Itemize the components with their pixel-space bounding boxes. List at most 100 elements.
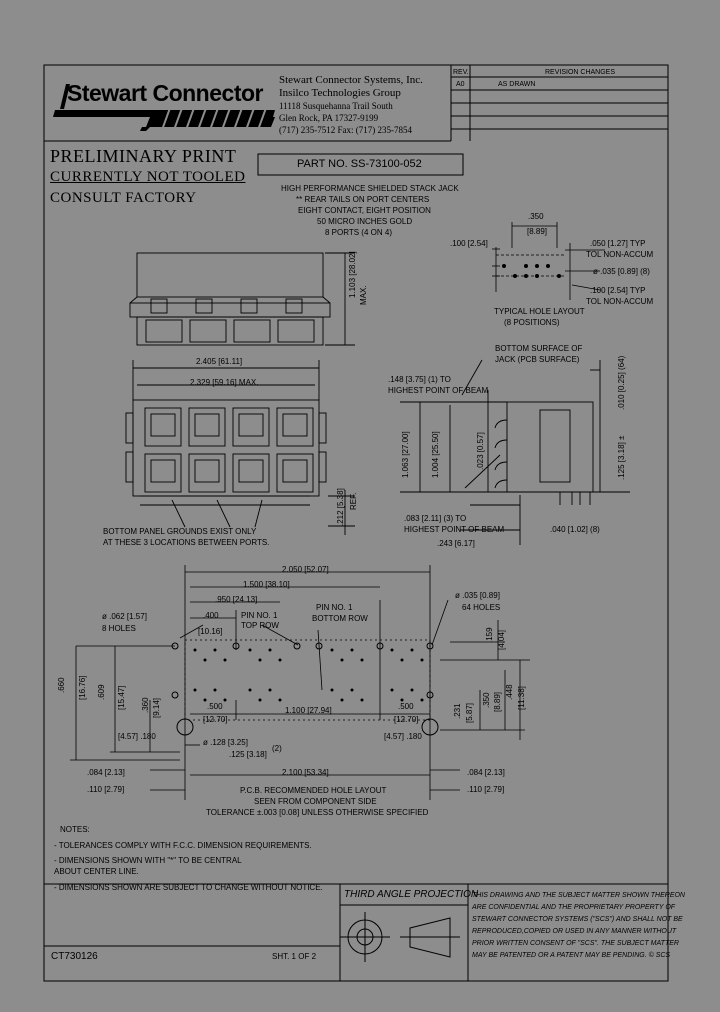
dim-label: 1.103 [28.02] (348, 251, 357, 298)
confidential-line: THIS DRAWING AND THE SUBJECT MATTER SHOW… (472, 892, 685, 899)
typical-hole-pins (502, 264, 561, 278)
description-line: ** REAR TAILS ON PORT CENTERS (296, 195, 430, 204)
dim-label: .023 [0.57] (476, 432, 485, 470)
side-label: HIGHEST POINT OF BEAM (404, 525, 505, 534)
confidential-line: STEWART CONNECTOR SYSTEMS ("SCS") AND SH… (472, 916, 683, 923)
description-line: EIGHT CONTACT, EIGHT POSITION (298, 206, 431, 215)
dim-label: [4.57] .180 (118, 732, 156, 741)
note-item: ABOUT CENTER LINE. (54, 867, 139, 876)
dim-label: [16.76] (78, 675, 87, 700)
side-label: HIGHEST POINT OF BEAM (388, 386, 489, 395)
dim-label: 1.004 [25.50] (431, 431, 440, 478)
dim-label: .125 [3.18] (229, 750, 267, 759)
typical-hole-layout (492, 222, 605, 300)
description-line: HIGH PERFORMANCE SHIELDED STACK JACK (281, 184, 459, 193)
dim-label: .010 [0.25] (64) (617, 355, 626, 410)
dim-label: .040 [1.02] (8) (550, 525, 600, 534)
pcb-label: ø .035 [0.89] (455, 591, 500, 600)
ground-note: BOTTOM PANEL GROUNDS EXIST ONLY (103, 527, 257, 536)
dim-label: .660 (57, 677, 66, 693)
dim-label: (2) (272, 744, 282, 753)
dim-label: [4.57] .180 (384, 732, 422, 741)
dim-label: [4.04] (497, 629, 506, 650)
pcb-layout-lines (70, 565, 530, 800)
dim-label: .400 (203, 611, 219, 620)
pcb-small-holes (193, 648, 424, 702)
dim-label: [12.70] (203, 715, 228, 724)
pcb-label: BOTTOM ROW (312, 614, 368, 623)
dim-label: .125 [3.18] ± (617, 435, 626, 480)
dim-label: [8.89] (527, 227, 548, 236)
dim-label: .350 (482, 692, 491, 708)
rev-header: REV. (453, 69, 469, 76)
pcb-caption: SEEN FROM COMPONENT SIDE (254, 797, 377, 806)
notes-title: NOTES: (60, 825, 90, 834)
revision-row-rev: A0 (456, 81, 465, 88)
dim-label: .050 [1.27] TYP (590, 239, 646, 248)
dim-label: [8.89] (493, 691, 502, 712)
dim-label: 2.329 [59.16] MAX. (190, 378, 259, 387)
revision-row-change: AS DRAWN (498, 81, 536, 88)
pcb-label: 64 HOLES (462, 603, 501, 612)
pcb-large-holes (171, 642, 439, 736)
dim-label: .100 [2.54] (450, 239, 488, 248)
pcb-label: PIN NO. 1 (241, 611, 278, 620)
dim-label: .110 [2.79] (87, 785, 125, 794)
pcb-label: 8 HOLES (102, 624, 136, 633)
note-item: - TOLERANCES COMPLY WITH F.C.C. DIMENSIO… (54, 841, 312, 850)
dim-label: [10.16] (198, 627, 223, 636)
drawing-number: CT730126 (51, 951, 98, 962)
dim-label: 1.063 [27.00] (401, 431, 410, 478)
dim-label: .084 [2.13] (467, 768, 505, 777)
jack-front-view (125, 360, 355, 535)
dim-label: 2.100 [53.34] (282, 768, 329, 777)
drawing-frame (43, 64, 669, 982)
dim-label: .609 (97, 684, 106, 700)
confidential-line: PRIOR WRITTEN CONSENT OF "SCS". THE SUBJ… (472, 940, 679, 947)
projection-symbol-icon (340, 912, 460, 962)
pcb-label: ø .062 [1.57] (102, 612, 147, 621)
note-item: - DIMENSIONS SHOWN WITH "*" TO BE CENTRA… (54, 856, 242, 865)
status-preliminary: PRELIMINARY PRINT (50, 146, 237, 166)
projection-title: THIRD ANGLE PROJECTION (344, 889, 479, 900)
company-logo: Stewart Connector (67, 80, 263, 106)
company-address-line2: Glen Rock, PA 17327-9199 (279, 113, 379, 123)
dim-label: .950 [24.13] (215, 595, 258, 604)
dim-label: .500 (207, 702, 223, 711)
side-label: .083 [2.11] (3) TO (404, 514, 467, 523)
dim-label: .100 [2.54] TYP (590, 286, 646, 295)
dim-label: .159 (485, 627, 494, 643)
dim-label: ø .128 [3.25] (203, 738, 248, 747)
revision-changes-header: REVISION CHANGES (545, 69, 616, 76)
confidential-line: MAY BE PATENTED OR A PATENT MAY BE PENDI… (472, 952, 671, 959)
dim-label: .500 (398, 702, 414, 711)
dim-label: [12.70] (394, 715, 419, 724)
dim-label: .231 (453, 703, 462, 719)
side-label: BOTTOM SURFACE OF (495, 344, 583, 353)
sheet-number: SHT. 1 OF 2 (272, 952, 317, 961)
confidential-line: REPRODUCED,COPIED OR USED IN ANY MANNER … (472, 928, 677, 935)
jack-side-view (400, 359, 630, 545)
confidential-line: ARE CONFIDENTIAL AND THE PROPRIETARY PRO… (472, 904, 676, 911)
hole-layout-caption: TYPICAL HOLE LAYOUT (494, 307, 585, 316)
dim-label: 2.405 [61.11] (196, 357, 243, 366)
jack-top-view (129, 252, 355, 346)
dim-label: TOL NON-ACCUM (586, 297, 654, 306)
dim-label: .448 (505, 684, 514, 700)
dim-label: 2.050 [52.07] (282, 565, 329, 574)
dim-label: TOL NON-ACCUM (586, 250, 654, 259)
status-not-tooled: CURRENTLY NOT TOOLED (50, 169, 246, 185)
dim-label: [5.87] (465, 702, 474, 723)
hole-layout-caption: (8 POSITIONS) (504, 318, 560, 327)
dim-label: .350 (528, 212, 544, 221)
company-address-line1: 11118 Susquehanna Trail South (279, 101, 393, 111)
dim-label: .360 (141, 697, 150, 713)
company-name: Stewart Connector Systems, Inc. (279, 74, 423, 86)
ground-note: AT THESE 3 LOCATIONS BETWEEN PORTS. (103, 538, 270, 547)
dim-label: 1.100 [27.94] (285, 706, 332, 715)
side-label: .148 [3.75] (1) TO (388, 375, 451, 384)
pcb-caption: P.C.B. RECOMMENDED HOLE LAYOUT (240, 786, 387, 795)
company-phone: (717) 235-7512 Fax: (717) 235-7854 (279, 125, 412, 135)
pcb-label: TOP ROW (241, 621, 279, 630)
